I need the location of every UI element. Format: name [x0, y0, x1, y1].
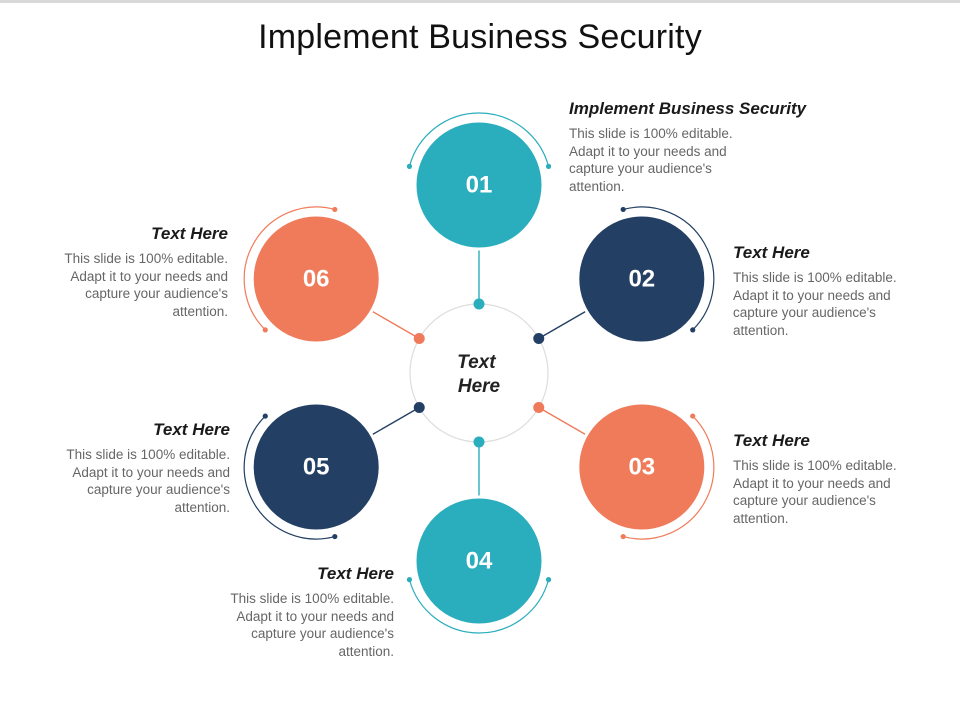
step-circle-03: [576, 401, 708, 533]
step-arc-end-start-06: [262, 327, 268, 333]
callout-04-heading: Text Here: [317, 564, 394, 583]
callout-01: Implement Business Security This slide i…: [569, 99, 839, 195]
step-arc-end-finish-01: [545, 163, 552, 169]
step-node-06: 06: [243, 206, 425, 345]
callout-01-heading: Implement Business Security: [569, 99, 807, 118]
step-connector-03: [538, 406, 587, 436]
step-connector-06: [371, 310, 420, 340]
callout-02-body: This slide is 100% editable. Adapt it to…: [733, 270, 897, 338]
step-outer-arc-03: [623, 415, 715, 540]
step-circle-05: [250, 401, 382, 533]
step-arc-end-start-03: [690, 413, 696, 419]
callout-05-body: This slide is 100% editable. Adapt it to…: [66, 447, 230, 515]
callout-06-heading: Text Here: [151, 224, 228, 243]
step-number-03: 03: [628, 454, 655, 481]
step-circle-01: [413, 119, 545, 251]
step-outer-arc-02: [623, 206, 715, 331]
step-number-04: 04: [466, 548, 493, 575]
callout-02: Text Here This slide is 100% editable. A…: [733, 243, 903, 339]
callout-04-body: This slide is 100% editable. Adapt it to…: [230, 591, 394, 659]
callout-01-body: This slide is 100% editable. Adapt it to…: [569, 126, 733, 194]
step-circle-02: [576, 213, 708, 345]
step-number-02: 02: [628, 266, 655, 293]
callout-05: Text Here This slide is 100% editable. A…: [60, 420, 230, 516]
step-connector-02: [538, 310, 587, 340]
step-arc-end-finish-06: [332, 206, 338, 213]
step-arc-end-finish-04: [406, 577, 413, 583]
center-ring: [409, 303, 549, 443]
callout-05-heading: Text Here: [153, 420, 230, 439]
top-rule: [0, 0, 960, 3]
step-number-05: 05: [303, 454, 330, 481]
step-arc-end-finish-03: [620, 533, 626, 540]
step-circle-06: [250, 213, 382, 345]
step-arc-end-start-04: [545, 577, 552, 583]
callout-03-heading: Text Here: [733, 431, 810, 450]
step-ring-dot-06: [413, 333, 425, 344]
step-arc-end-start-01: [406, 163, 413, 169]
callout-06-body: This slide is 100% editable. Adapt it to…: [64, 251, 228, 319]
step-outer-arc-04: [408, 579, 550, 634]
center-label-line1: Text: [457, 352, 496, 373]
callout-02-heading: Text Here: [733, 243, 810, 262]
step-ring-dot-01: [473, 298, 485, 310]
step-outer-arc-06: [243, 206, 335, 331]
step-circle-04: [413, 495, 545, 627]
center-label-line2: Here: [458, 376, 501, 397]
step-node-05: 05: [243, 401, 425, 540]
step-node-01: 01: [406, 112, 552, 310]
step-node-02: 02: [533, 206, 715, 345]
step-node-03: 03: [533, 401, 715, 540]
step-number-06: 06: [303, 266, 330, 293]
step-arc-end-start-02: [620, 206, 626, 213]
page-title: Implement Business Security: [258, 18, 702, 56]
step-connector-05: [371, 406, 420, 436]
step-number-01: 01: [466, 172, 493, 199]
step-outer-arc-01: [408, 112, 550, 167]
callout-03-body: This slide is 100% editable. Adapt it to…: [733, 458, 897, 526]
step-ring-dot-03: [533, 402, 545, 413]
step-ring-dot-04: [473, 436, 485, 448]
step-ring-dot-05: [413, 402, 425, 413]
step-node-04: 04: [406, 436, 552, 634]
step-arc-end-finish-02: [690, 327, 696, 333]
callout-06: Text Here This slide is 100% editable. A…: [58, 224, 228, 320]
step-arc-end-start-05: [332, 533, 338, 540]
step-outer-arc-05: [243, 415, 335, 540]
center-label: Text Here: [457, 352, 501, 397]
callout-04: Text Here This slide is 100% editable. A…: [224, 564, 394, 660]
callout-03: Text Here This slide is 100% editable. A…: [733, 431, 903, 527]
step-arc-end-finish-05: [262, 413, 268, 419]
step-ring-dot-02: [533, 333, 545, 344]
